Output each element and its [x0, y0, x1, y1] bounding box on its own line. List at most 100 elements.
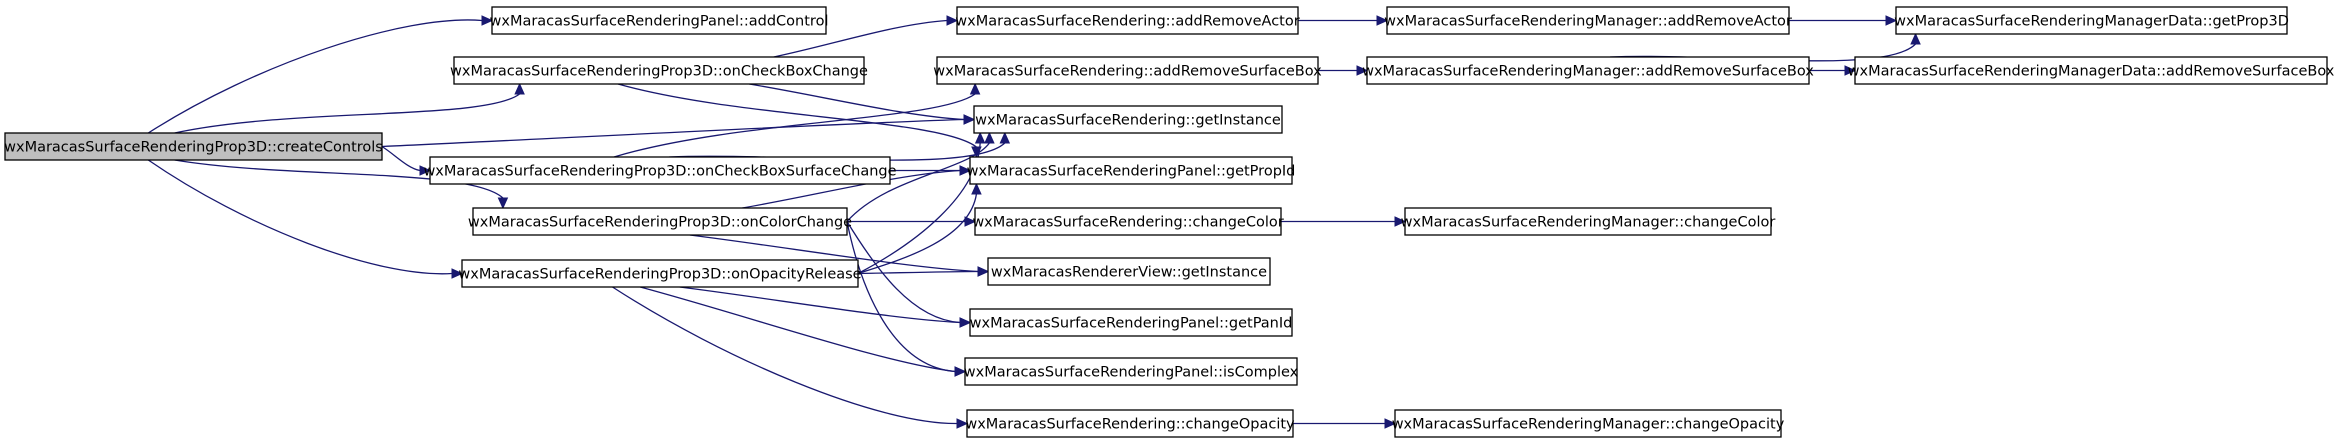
edge-onColorChange-to-panelGetPropId [742, 169, 961, 209]
node-managerAddRemoveSurfaceBox[interactable]: wxMaracasSurfaceRenderingManager::addRem… [1362, 56, 1814, 85]
node-label: wxMaracasSurfaceRendering::getInstance [975, 113, 1281, 129]
call-graph-nodes: wxMaracasSurfaceRenderingProp3D::createC… [4, 6, 2335, 438]
node-box[interactable] [1366, 56, 1810, 85]
arrowhead-renderingAddRemoveSurfaceBox [969, 82, 981, 95]
arrowhead-onColorChange [497, 197, 509, 210]
arrowhead-renderingGetInstance [999, 131, 1011, 144]
edge-onColorChange-to-rendererViewGetInstance [689, 234, 979, 273]
edge-onCheckBoxSurfaceChange-to-renderingAddRemoveSurfaceBox [613, 93, 976, 158]
node-renderingGetInstance[interactable]: wxMaracasSurfaceRendering::getInstance [973, 105, 1283, 134]
edge-createControls-to-renderingGetInstance [381, 118, 965, 148]
node-renderingAddRemoveActor[interactable]: wxMaracasSurfaceRendering::addRemoveActo… [955, 6, 1300, 35]
node-box[interactable] [966, 409, 1294, 438]
node-label: wxMaracasSurfaceRendering::addRemoveSurf… [933, 64, 1322, 80]
node-label: wxMaracasSurfaceRenderingProp3D::onColor… [468, 215, 852, 231]
node-box[interactable] [1386, 6, 1790, 35]
edge-createControls-to-onOpacityRelease [147, 159, 453, 275]
node-label: wxMaracasSurfaceRenderingProp3D::onOpaci… [458, 267, 861, 283]
node-panelGetPropId[interactable]: wxMaracasSurfaceRenderingPanel::getPropI… [967, 156, 1296, 185]
arrowhead-managerChangeOpacity [1384, 418, 1397, 429]
node-box[interactable] [472, 207, 848, 236]
node-label: wxMaracasSurfaceRenderingPanel::isComple… [964, 365, 1299, 381]
arrowhead-managerAddRemoveActor [1376, 15, 1389, 26]
node-panelIsComplex[interactable]: wxMaracasSurfaceRenderingPanel::isComple… [964, 357, 1299, 386]
edge-onOpacityRelease-to-renderingChangeOpacity [612, 286, 958, 425]
node-onColorChange[interactable]: wxMaracasSurfaceRenderingProp3D::onColor… [468, 207, 852, 236]
node-box[interactable] [453, 56, 865, 85]
arrowhead-rendererViewGetInstance [977, 266, 990, 277]
node-label: wxMaracasSurfaceRenderingManagerData::ge… [1894, 14, 2289, 30]
arrowhead-renderingGetInstance [974, 131, 986, 144]
edge-createControls-to-onCheckBoxSurfaceChange [381, 145, 421, 172]
arrowhead-renderingGetInstance [984, 131, 995, 144]
node-box[interactable] [969, 308, 1293, 337]
arrowhead-onCheckBoxSurfaceChange [419, 165, 432, 176]
node-label: wxMaracasSurfaceRendering::changeOpacity [965, 417, 1295, 433]
node-box[interactable] [974, 207, 1282, 236]
arrowhead-onOpacityRelease [451, 268, 464, 279]
node-box[interactable] [969, 156, 1293, 185]
node-createControls[interactable]: wxMaracasSurfaceRenderingProp3D::createC… [4, 132, 383, 161]
node-box[interactable] [936, 56, 1319, 85]
node-box[interactable] [1404, 207, 1772, 236]
edge-createControls-to-onColorChange [174, 159, 504, 199]
arrowhead-panelIsComplex [954, 366, 967, 377]
edge-onOpacityRelease-to-panelGetPropId [857, 193, 978, 275]
node-onCheckBoxSurfaceChange[interactable]: wxMaracasSurfaceRenderingProp3D::onCheck… [423, 156, 897, 185]
node-box[interactable] [987, 257, 1271, 286]
node-onCheckBoxChange[interactable]: wxMaracasSurfaceRenderingProp3D::onCheck… [450, 56, 868, 85]
arrowhead-managerChangeColor [1394, 216, 1407, 227]
arrowhead-managerDataGetProp3D [1910, 32, 1921, 45]
call-graph-edges [147, 15, 1921, 429]
node-managerAddRemoveActor[interactable]: wxMaracasSurfaceRenderingManager::addRem… [1384, 6, 1792, 35]
edge-createControls-to-panelAddControl [147, 19, 483, 134]
node-renderingChangeOpacity[interactable]: wxMaracasSurfaceRendering::changeOpacity [965, 409, 1295, 438]
node-box[interactable] [1394, 409, 1782, 438]
node-managerChangeOpacity[interactable]: wxMaracasSurfaceRenderingManager::change… [1392, 409, 1785, 438]
node-panelAddControl[interactable]: wxMaracasSurfaceRenderingPanel::addContr… [490, 6, 829, 35]
node-label: wxMaracasSurfaceRenderingManager::change… [1401, 215, 1776, 231]
edge-onCheckBoxChange-to-renderingAddRemoveActor [773, 19, 948, 58]
node-managerChangeColor[interactable]: wxMaracasSurfaceRenderingManager::change… [1401, 207, 1776, 236]
arrowhead-managerAddRemoveSurfaceBox [1356, 65, 1369, 76]
node-box[interactable] [956, 6, 1299, 35]
node-onOpacityRelease[interactable]: wxMaracasSurfaceRenderingProp3D::onOpaci… [458, 259, 862, 288]
arrowhead-panelAddControl [481, 15, 494, 26]
edge-onCheckBoxChange-to-panelGetPropId [617, 83, 977, 148]
arrowhead-managerDataGetProp3D [1885, 15, 1898, 26]
node-rendererViewGetInstance[interactable]: wxMaracasRendererView::getInstance [987, 257, 1271, 286]
node-label: wxMaracasSurfaceRenderingPanel::addContr… [490, 14, 829, 30]
arrowhead-panelGetPanId [959, 317, 972, 328]
node-label: wxMaracasSurfaceRendering::addRemoveActo… [955, 14, 1299, 30]
node-box[interactable] [461, 259, 859, 288]
node-managerDataGetProp3D[interactable]: wxMaracasSurfaceRenderingManagerData::ge… [1894, 6, 2289, 35]
node-label: wxMaracasSurfaceRenderingProp3D::createC… [4, 140, 383, 156]
edge-createControls-to-onCheckBoxChange [174, 93, 520, 134]
node-box[interactable] [429, 156, 891, 185]
edge-onOpacityRelease-to-panelIsComplex [640, 286, 956, 373]
node-box[interactable] [964, 357, 1298, 386]
node-label: wxMaracasSurfaceRenderingManagerData::ad… [1848, 64, 2335, 80]
node-label: wxMaracasSurfaceRenderingPanel::getPropI… [967, 164, 1296, 180]
node-label: wxMaracasSurfaceRenderingProp3D::onCheck… [450, 64, 868, 80]
node-box[interactable] [491, 6, 827, 35]
node-label: wxMaracasSurfaceRendering::changeColor [972, 215, 1283, 231]
arrowhead-renderingChangeOpacity [956, 418, 969, 429]
edge-onOpacityRelease-to-panelGetPanId [679, 286, 961, 324]
node-box[interactable] [4, 132, 383, 161]
node-box[interactable] [1854, 56, 2328, 85]
node-box[interactable] [1895, 6, 2288, 35]
node-label: wxMaracasRendererView::getInstance [991, 265, 1267, 281]
node-managerDataAddRemoveSurfaceBox[interactable]: wxMaracasSurfaceRenderingManagerData::ad… [1848, 56, 2335, 85]
node-box[interactable] [973, 105, 1283, 134]
edge-onCheckBoxChange-to-renderingGetInstance [749, 83, 965, 121]
node-label: wxMaracasSurfaceRenderingProp3D::onCheck… [423, 164, 896, 180]
node-panelGetPanId[interactable]: wxMaracasSurfaceRenderingPanel::getPanId [969, 308, 1293, 337]
arrowhead-managerDataAddRemoveSurfaceBox [1844, 65, 1857, 76]
node-label: wxMaracasSurfaceRenderingManager::addRem… [1362, 64, 1814, 80]
arrowhead-panelGetPropId [971, 182, 982, 195]
node-renderingAddRemoveSurfaceBox[interactable]: wxMaracasSurfaceRendering::addRemoveSurf… [933, 56, 1322, 85]
node-renderingChangeColor[interactable]: wxMaracasSurfaceRendering::changeColor [972, 207, 1284, 236]
arrowhead-onCheckBoxChange [514, 82, 525, 95]
